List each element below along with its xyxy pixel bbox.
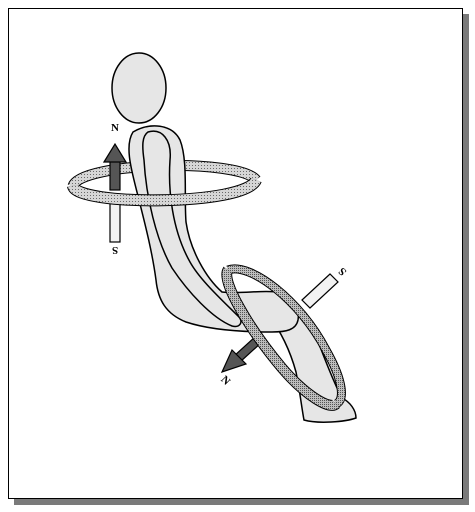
label-leg-back-arrow: S (336, 265, 349, 278)
head (112, 53, 166, 123)
arrow-upper-shaft (110, 160, 120, 190)
label-top-arrow: N (111, 122, 119, 134)
leg-arrow-up (302, 274, 338, 308)
arrow-lower-shaft (110, 202, 120, 242)
label-bottom-arrow: S (112, 244, 118, 256)
label-leg-front-arrow: N (218, 374, 232, 388)
arrow-head-up (104, 144, 126, 162)
